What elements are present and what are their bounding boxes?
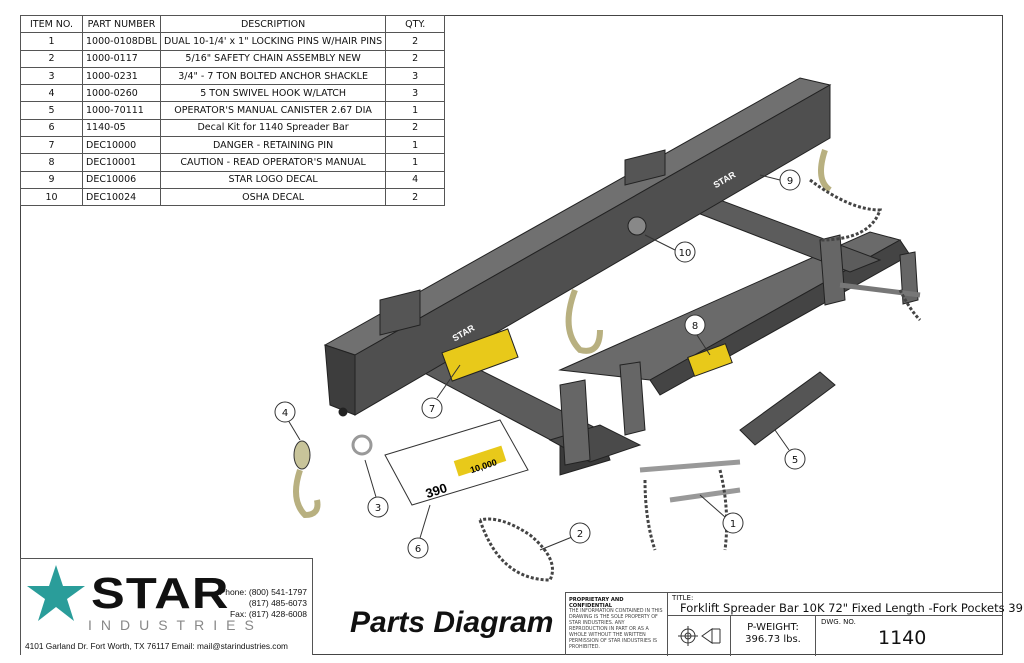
svg-text:4: 4 xyxy=(282,408,288,419)
drawing-title: TITLE:Forklift Spreader Bar 10K 72" Fixe… xyxy=(668,593,1024,616)
item-no-cell: 2 xyxy=(20,49,83,68)
part-number-cell: 1140-05 xyxy=(82,118,161,138)
phone-1: Phone: (800) 541-1797 xyxy=(219,587,307,597)
item-no-cell: 4 xyxy=(20,84,83,103)
chains xyxy=(478,178,922,582)
weight-decal-text: 390 xyxy=(424,480,449,501)
qty-cell: 3 xyxy=(385,66,446,86)
header-part-number: PART NUMBER xyxy=(82,14,161,34)
description-cell: OSHA DECAL xyxy=(159,187,387,207)
company-address: 4101 Garland Dr. Fort Worth, TX 76117 Em… xyxy=(25,641,288,651)
part-number-cell: DEC10000 xyxy=(82,136,161,155)
item-no-cell: 5 xyxy=(20,101,83,120)
callout-10: 10 xyxy=(674,241,696,263)
bom-header: ITEM NO. PART NUMBER DESCRIPTION QTY. xyxy=(20,14,446,34)
description-cell: OPERATOR'S MANUAL CANISTER 2.67 DIA xyxy=(159,101,387,120)
company-subtitle: INDUSTRIES xyxy=(88,617,263,633)
part-number-cell: 1000-0231 xyxy=(82,66,161,86)
svg-text:9: 9 xyxy=(787,176,793,187)
drawing-number: DWG. NO.1140 xyxy=(821,618,927,649)
phone-2: (817) 485-6073 xyxy=(248,598,307,608)
svg-text:10: 10 xyxy=(679,248,692,259)
description-cell: STAR LOGO DECAL xyxy=(159,170,387,189)
star-logo-icon xyxy=(27,565,85,621)
qty-cell: 2 xyxy=(385,187,446,207)
description-cell: Decal Kit for 1140 Spreader Bar xyxy=(159,118,387,138)
callout-3: 3 xyxy=(367,496,389,518)
svg-text:1: 1 xyxy=(730,519,736,530)
item-no-cell: 6 xyxy=(20,118,83,138)
weight-cell: P-WEIGHT:396.73 lbs. xyxy=(731,616,816,656)
svg-text:6: 6 xyxy=(415,544,421,555)
part-number-cell: 1000-0117 xyxy=(82,49,161,68)
callout-8: 8 xyxy=(684,314,706,336)
company-logo-block: STAR INDUSTRIES Phone: (800) 541-1797 (8… xyxy=(20,558,313,655)
part-number-cell: DEC10001 xyxy=(82,153,161,172)
qty-cell: 4 xyxy=(385,170,446,189)
header-item-no: ITEM NO. xyxy=(20,14,83,34)
qty-cell: 1 xyxy=(385,101,446,120)
svg-text:8: 8 xyxy=(692,321,698,332)
callout-9: 9 xyxy=(779,169,801,191)
spreader-bar xyxy=(323,77,921,503)
svg-text:3: 3 xyxy=(375,503,381,514)
qty-cell: 3 xyxy=(385,84,446,103)
description-cell: CAUTION - READ OPERATOR'S MANUAL xyxy=(159,153,387,172)
description-cell: 3/4" - 7 TON BOLTED ANCHOR SHACKLE xyxy=(159,66,387,86)
callout-4: 4 xyxy=(274,401,296,423)
item-no-cell: 1 xyxy=(20,32,83,51)
svg-text:7: 7 xyxy=(429,404,435,415)
description-cell: DANGER - RETAINING PIN xyxy=(159,136,387,155)
callout-1: 1 xyxy=(722,512,744,534)
page-heading: Parts Diagram xyxy=(350,606,554,639)
description-cell: 5/16" SAFETY CHAIN ASSEMBLY NEW xyxy=(159,49,387,68)
item-no-cell: 10 xyxy=(20,187,83,207)
item-no-cell: 9 xyxy=(20,170,83,189)
projection-symbol xyxy=(668,616,731,656)
description-cell: DUAL 10-1/4' x 1" LOCKING PINS W/HAIR PI… xyxy=(159,32,387,51)
callout-balloons: 1 2 3 4 5 6 7 8 9 10 xyxy=(274,169,806,559)
qty-cell: 1 xyxy=(385,136,446,155)
company-name: STAR xyxy=(91,569,230,618)
header-description: DESCRIPTION xyxy=(159,14,387,34)
callout-2: 2 xyxy=(569,522,591,544)
qty-cell: 1 xyxy=(385,153,446,172)
callout-6: 6 xyxy=(407,537,429,559)
contact-numbers: Phone: (800) 541-1797 (817) 485-6073 Fax… xyxy=(220,587,307,620)
item-no-cell: 3 xyxy=(20,66,83,86)
header-qty: QTY. xyxy=(385,14,446,34)
part-number-cell: 1000-0108DBL xyxy=(82,32,161,51)
svg-text:2: 2 xyxy=(577,529,583,540)
part-number-cell: 1000-0260 xyxy=(82,84,161,103)
qty-cell: 2 xyxy=(385,49,446,68)
item-no-cell: 8 xyxy=(20,153,83,172)
qty-cell: 2 xyxy=(385,32,446,51)
part-number-cell: DEC10024 xyxy=(82,187,161,207)
callout-5: 5 xyxy=(784,448,806,470)
description-cell: 5 TON SWIVEL HOOK W/LATCH xyxy=(159,84,387,103)
part-number-cell: 1000-70111 xyxy=(82,101,161,120)
hooks xyxy=(293,149,832,519)
fax: Fax: (817) 428-6008 xyxy=(229,609,307,619)
qty-cell: 2 xyxy=(385,118,446,138)
svg-text:5: 5 xyxy=(792,455,798,466)
item-no-cell: 7 xyxy=(20,136,83,155)
drawing-border xyxy=(20,15,1003,655)
callout-7: 7 xyxy=(421,397,443,419)
part-number-cell: DEC10006 xyxy=(82,170,161,189)
